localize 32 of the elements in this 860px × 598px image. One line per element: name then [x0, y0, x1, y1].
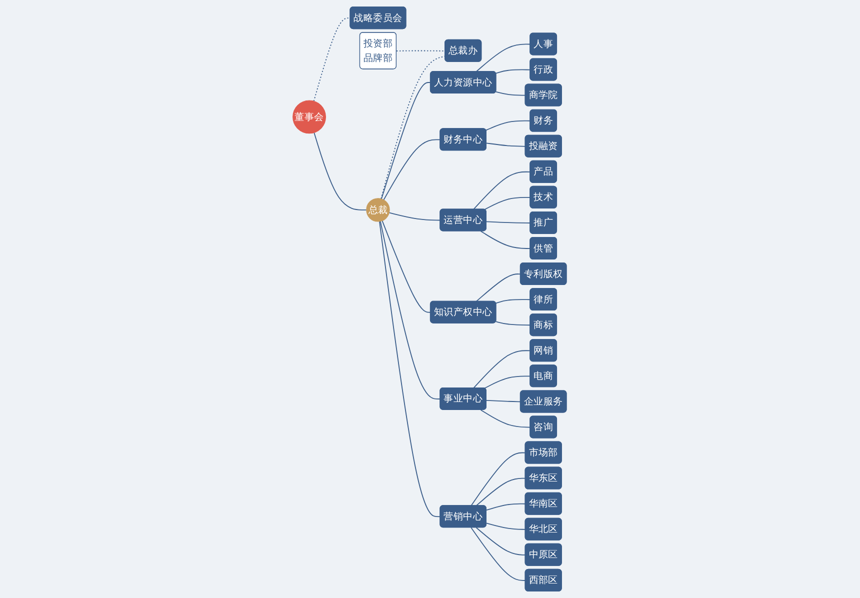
- connector: [484, 196, 532, 210]
- connector: [382, 220, 432, 313]
- connector: [476, 274, 522, 302]
- connector: [486, 503, 526, 511]
- connector: [314, 132, 368, 210]
- connector: [476, 478, 526, 506]
- connector: [473, 350, 532, 389]
- connector: [473, 171, 532, 210]
- connector: [486, 120, 532, 131]
- connector: [379, 220, 442, 518]
- connector: [389, 212, 442, 221]
- node-circle: 总裁: [366, 198, 390, 222]
- connector: [384, 139, 442, 200]
- connector: [496, 321, 532, 326]
- connector: [484, 376, 532, 389]
- connector: [496, 299, 532, 304]
- connector: [486, 522, 526, 530]
- connector: [381, 82, 432, 200]
- node-circle: 董事会: [292, 100, 326, 134]
- connector: [486, 221, 532, 224]
- connector: [496, 91, 526, 96]
- connector: [314, 18, 352, 102]
- connector: [471, 527, 526, 581]
- connector: [486, 400, 522, 402]
- connector: [380, 220, 442, 400]
- connector: [480, 410, 532, 428]
- connector: [476, 44, 532, 72]
- connector: [476, 527, 526, 556]
- connector: [480, 230, 532, 249]
- connector: [471, 452, 526, 506]
- connector: [486, 142, 526, 147]
- connector: [496, 69, 532, 74]
